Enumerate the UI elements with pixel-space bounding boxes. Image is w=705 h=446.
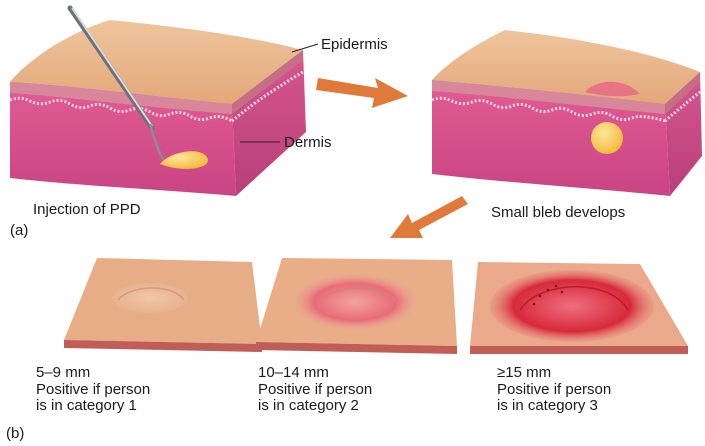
epidermis-label: Epidermis (321, 36, 388, 53)
reaction-swatch-2 (256, 258, 457, 354)
result-line2: Positive if person (258, 382, 372, 399)
result-line2: Positive if person (36, 382, 150, 399)
result-caption-3: ≥15 mm Positive if person is in category… (497, 365, 611, 415)
result-size: 10–14 mm (258, 365, 372, 382)
arrow-right (316, 78, 408, 108)
result-line3: is in category 2 (258, 398, 372, 415)
injection-caption: Injection of PPD (33, 201, 141, 218)
result-caption-1: 5–9 mm Positive if person is in category… (36, 365, 150, 415)
skin-block-injection (10, 8, 306, 196)
result-size: ≥15 mm (497, 365, 611, 382)
result-line3: is in category 1 (36, 398, 150, 415)
epidermis-leader (292, 44, 318, 52)
result-size: 5–9 mm (36, 365, 150, 382)
reaction-swatch-3 (470, 262, 688, 354)
ppd-bleb-dermis (591, 122, 623, 154)
dermis-label: Dermis (284, 134, 332, 151)
panel-b-label: (b) (6, 425, 24, 442)
arrow-down-left (390, 196, 468, 238)
result-line3: is in category 3 (497, 398, 611, 415)
panel-a-label: (a) (10, 222, 28, 239)
result-caption-2: 10–14 mm Positive if person is in catego… (258, 365, 372, 415)
reaction-swatch-1 (64, 258, 262, 352)
result-line2: Positive if person (497, 382, 611, 399)
bleb-caption: Small bleb develops (491, 204, 625, 221)
skin-block-bleb (432, 30, 702, 196)
